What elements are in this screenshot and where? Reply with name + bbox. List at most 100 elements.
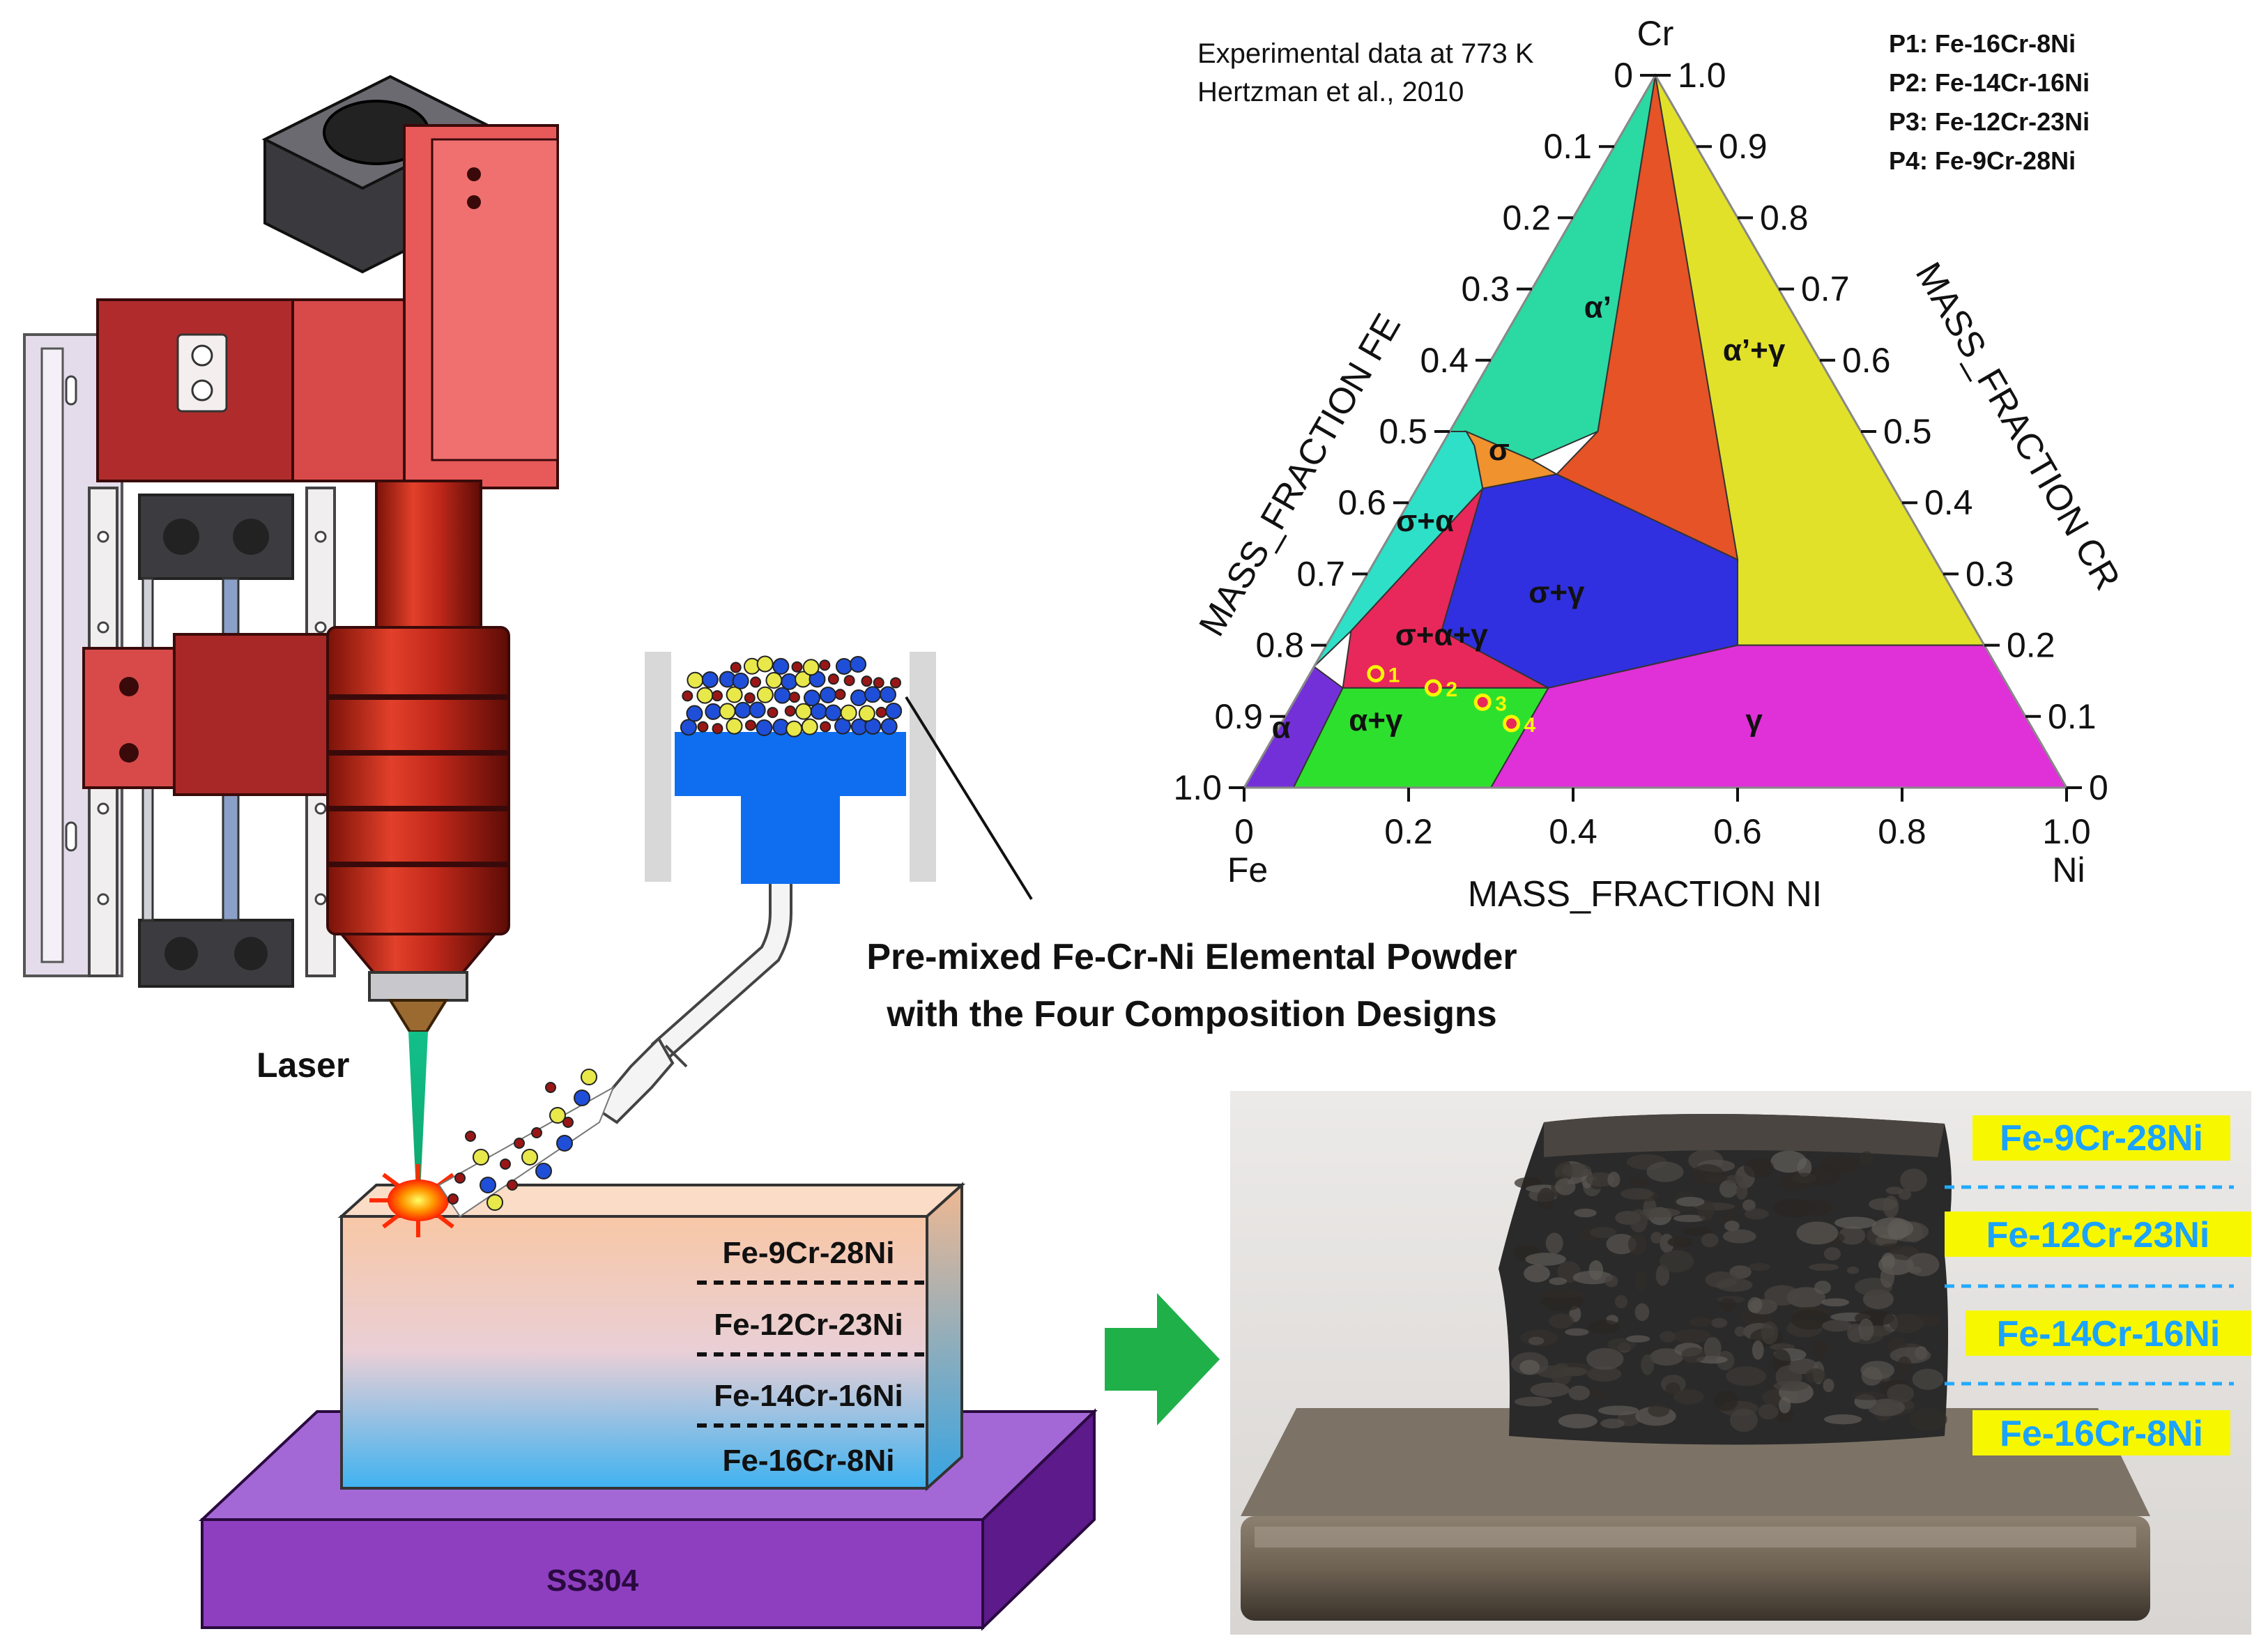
fe-tick-label: 0.8 [1255, 626, 1304, 665]
powder-particle [507, 1179, 518, 1191]
clamp-bolt [164, 937, 198, 970]
callout-leader [905, 696, 1033, 901]
block-surface-texture [1724, 1221, 1740, 1232]
photo-layer-dividers [1945, 1185, 2234, 1386]
powder-particle [744, 692, 756, 704]
powder-particle [549, 1107, 566, 1124]
powder-particle [454, 1172, 466, 1184]
block-surface-texture [1770, 1150, 1807, 1173]
ni-tick-label: 0.8 [1878, 812, 1926, 851]
phase-label: σ [1489, 433, 1510, 467]
block-surface-texture [1858, 1318, 1874, 1341]
powder-particle [791, 661, 803, 673]
block-surface-texture [1701, 1233, 1719, 1248]
powder-particle [749, 701, 766, 719]
block-surface-texture [1823, 1378, 1834, 1393]
block-surface-texture [1823, 1247, 1841, 1261]
powder-particle [680, 719, 697, 736]
block-surface-texture [1814, 1281, 1832, 1294]
powder-particle [581, 1069, 597, 1085]
block-surface-texture [1629, 1209, 1648, 1233]
block-surface-texture [1555, 1178, 1576, 1195]
bracket-hole [191, 344, 213, 367]
powder-pile [680, 655, 903, 738]
powder-particle [687, 671, 704, 689]
fe-tick-label: 0.5 [1379, 412, 1427, 451]
composition-point-label: 3 [1495, 692, 1507, 715]
block-surface-texture [1890, 1313, 1924, 1333]
powder-particle [781, 673, 798, 690]
phase-label: σ+γ [1528, 575, 1585, 609]
block-layer-label: Fe-16Cr-8Ni [723, 1444, 895, 1478]
block-surface-texture [1719, 1179, 1738, 1198]
block-surface-texture [1604, 1275, 1618, 1287]
phase-label: α [1272, 710, 1291, 744]
block-surface-texture [1897, 1356, 1912, 1375]
powder-particle [885, 702, 903, 719]
powder-particle [750, 676, 762, 688]
photo-as-built-sample: Fe-9Cr-28Ni Fe-12Cr-23Ni Fe-14Cr-16Ni Fe… [1230, 1091, 2251, 1635]
powder-spray [438, 1069, 615, 1218]
block-surface-texture [1648, 1404, 1670, 1417]
block-surface-texture [1565, 1328, 1589, 1336]
powder-particle [744, 719, 756, 731]
photo-block-top-edge [1544, 1113, 1945, 1157]
block-surface-texture [1799, 1200, 1832, 1216]
block-surface-texture [1885, 1186, 1903, 1195]
block-surface-texture [1791, 1172, 1817, 1184]
powder-particle [556, 1135, 573, 1152]
nozzle-upper-tube [375, 480, 482, 643]
block-surface-texture [1860, 1361, 1894, 1380]
block-front [340, 1215, 928, 1490]
block-surface-texture [1562, 1163, 1592, 1178]
powder-particle [712, 723, 723, 735]
apex-label-fe: Fe [1227, 850, 1268, 889]
powder-particle [521, 1149, 538, 1166]
block-surface-texture [1689, 1317, 1713, 1327]
block-surface-texture [1641, 1354, 1655, 1375]
build-illustration: SS304 Fe-9Cr-28Ni Fe-12Cr-23Ni Fe-14Cr-1… [198, 1164, 1098, 1631]
photo-layer-label: Fe-9Cr-28Ni [2000, 1118, 2203, 1159]
block-surface-texture [1719, 1298, 1737, 1313]
ternary-legend-p3: P3: Fe-12Cr-23Ni [1889, 107, 2090, 136]
block-side [926, 1182, 963, 1492]
block-surface-texture [1627, 1234, 1647, 1255]
laser-label: Laser [256, 1046, 349, 1085]
ternary-legend-p1: P1: Fe-16Cr-8Ni [1889, 29, 2076, 58]
block-surface-texture [1519, 1359, 1540, 1375]
powder-particle [701, 671, 719, 688]
block-surface-texture [1722, 1229, 1756, 1244]
column-hole [467, 167, 481, 181]
clamp-top [138, 494, 294, 580]
powder-particle [734, 701, 751, 719]
composition-point-label: 2 [1446, 678, 1457, 701]
block-surface-texture [1681, 1347, 1706, 1363]
apex-label-ni: Ni [2052, 850, 2085, 889]
phase-regions [1243, 75, 2068, 788]
block-surface-texture [1748, 1262, 1771, 1271]
block-surface-texture [1643, 1197, 1657, 1221]
block-surface-texture [1545, 1232, 1563, 1254]
powder-particle [858, 705, 875, 722]
clamp-bolt [233, 519, 269, 555]
ni-tick-label: 0.6 [1713, 812, 1762, 851]
powder-particle [803, 689, 820, 707]
phase-label: γ [1745, 703, 1763, 738]
block-surface-texture [1791, 1309, 1830, 1330]
laser-beam [408, 1032, 428, 1206]
phase-label: σ+α+γ [1395, 618, 1489, 652]
block-surface-texture [1549, 1277, 1568, 1285]
block-surface-texture [1568, 1385, 1591, 1400]
carriage-bolt [119, 677, 139, 696]
block-surface-texture [1775, 1407, 1794, 1422]
hopper-top [675, 732, 906, 796]
ternary-source-line1: Experimental data at 773 K [1197, 38, 1534, 69]
nozzle-rings [328, 694, 509, 867]
block-surface-texture [1681, 1227, 1713, 1236]
block-layer-label: Fe-14Cr-16Ni [714, 1379, 903, 1413]
powder-particle [784, 705, 796, 717]
hopper-stem [741, 795, 840, 884]
block-surface-texture [1710, 1317, 1728, 1328]
